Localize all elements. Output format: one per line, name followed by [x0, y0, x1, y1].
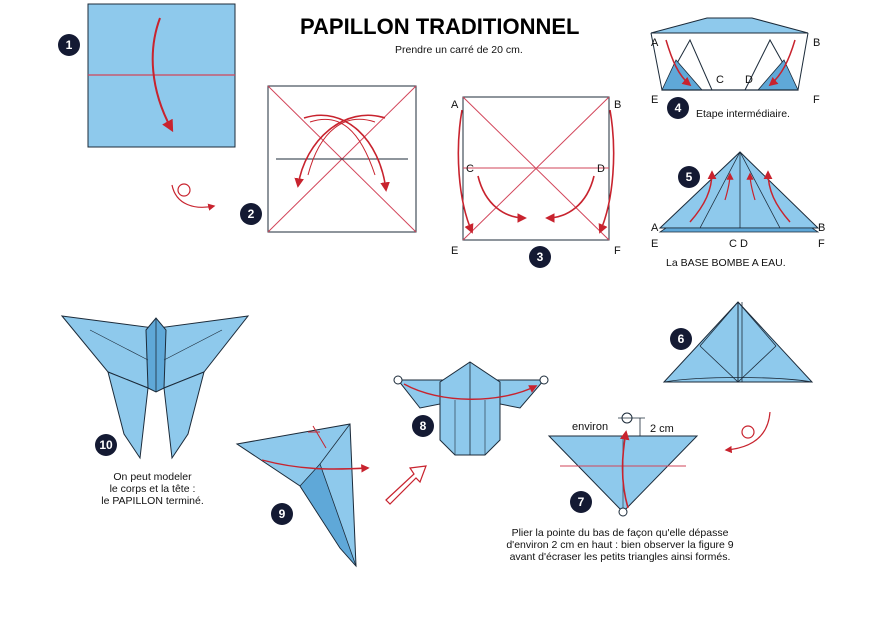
s7-caption-line-2: d'environ 2 cm en haut : bien observer l…	[506, 539, 734, 551]
step-badge-4: 4	[667, 97, 689, 119]
step-badge-5: 5	[678, 166, 700, 188]
s5-label-f: F	[818, 238, 825, 250]
step-badge-10: 10	[95, 434, 117, 456]
hollow-arrow	[385, 465, 427, 505]
s4-label-c: C	[716, 74, 724, 86]
step-badge-3: 3	[529, 246, 551, 268]
step-3-square	[457, 96, 615, 241]
step-6-triangle	[662, 301, 814, 383]
s4-label-d: D	[745, 74, 753, 86]
step-2-square	[267, 85, 417, 233]
step-5-waterbomb-base	[658, 151, 820, 233]
s5-label-cd: C D	[729, 238, 748, 250]
s4-label-a: A	[651, 37, 659, 49]
s7-caption-line-3: avant d'écraser les petits triangles ain…	[509, 551, 731, 563]
s4-caption: Etape intermédiaire.	[696, 108, 790, 120]
step-10-finished-butterfly	[60, 315, 250, 460]
turn-over-arrow-1	[171, 183, 216, 211]
s10-caption: On peut modeler le corps et la tête : le…	[70, 471, 235, 507]
step-badge-1: 1	[58, 34, 80, 56]
s10-caption-line-1: On peut modeler	[113, 471, 192, 483]
page-subtitle: Prendre un carré de 20 cm.	[395, 44, 523, 56]
s3-label-c: C	[466, 163, 474, 175]
s5-caption: La BASE BOMBE A EAU.	[666, 257, 786, 269]
step-4-intermediate	[650, 17, 809, 91]
s7-caption-line-1: Plier la pointe du bas de façon qu'elle …	[511, 527, 729, 539]
step-8-butterfly-forming	[393, 361, 549, 456]
s4-label-f: F	[813, 94, 820, 106]
s5-label-b: B	[818, 222, 826, 234]
s7-label-cm: 2 cm	[650, 423, 674, 435]
page-title: PAPILLON TRADITIONNEL	[300, 14, 580, 39]
turn-over-arrow-2	[724, 411, 771, 454]
step-badge-6: 6	[670, 328, 692, 350]
step-9-side-view	[235, 423, 370, 568]
s10-caption-line-3: le PAPILLON terminé.	[101, 495, 204, 507]
s3-label-f: F	[614, 245, 621, 257]
s3-label-a: A	[451, 99, 459, 111]
s4-label-b: B	[813, 37, 821, 49]
step-badge-7: 7	[570, 491, 592, 513]
s5-label-e: E	[651, 238, 659, 250]
s7-caption: Plier la pointe du bas de façon qu'elle …	[480, 527, 760, 563]
s3-label-b: B	[614, 99, 622, 111]
s7-label-environ: environ	[572, 421, 609, 433]
step-1-square	[87, 3, 236, 148]
s10-caption-line-2: le corps et la tête :	[109, 483, 196, 495]
s4-label-e: E	[651, 94, 659, 106]
step-badge-8: 8	[412, 415, 434, 437]
step-badge-2: 2	[240, 203, 262, 225]
s3-label-e: E	[451, 245, 459, 257]
step-badge-9: 9	[271, 503, 293, 525]
s3-label-d: D	[597, 163, 605, 175]
s5-label-a: A	[651, 222, 659, 234]
step-7-inverted-triangle	[547, 412, 699, 517]
